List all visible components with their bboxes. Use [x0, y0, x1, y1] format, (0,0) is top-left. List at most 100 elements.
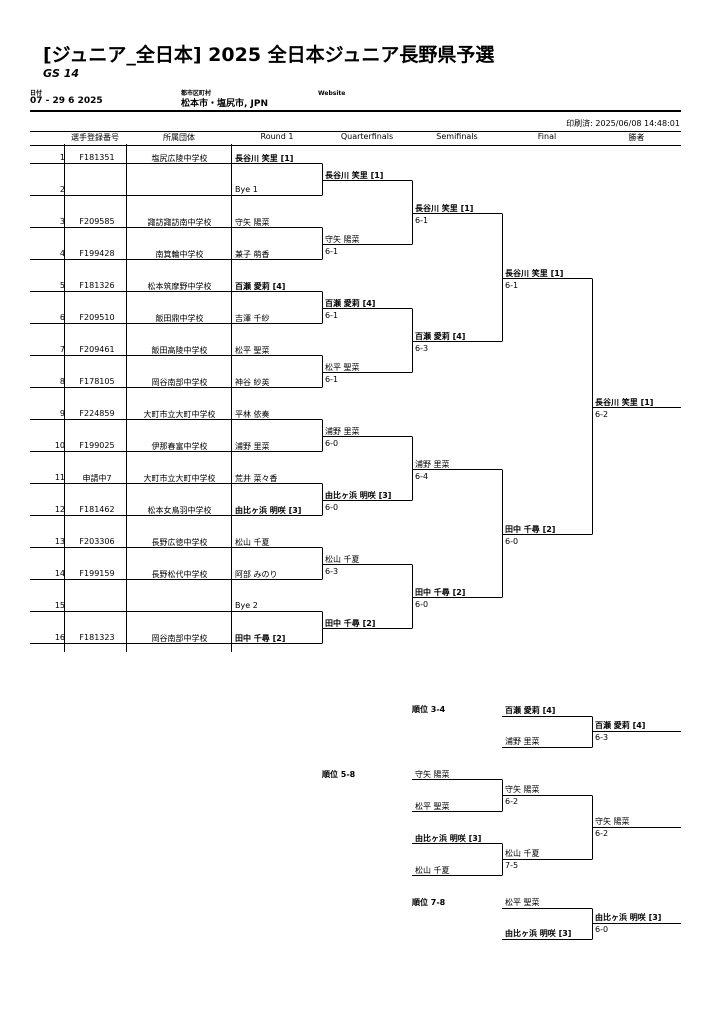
semifinal-winner-name: 浦野 里菜 [415, 459, 450, 469]
registration-number: F209510 [79, 312, 115, 322]
player-name: Bye 1 [235, 184, 258, 194]
draw-position: 12 [54, 504, 65, 514]
draw-position: 11 [54, 472, 65, 482]
player-club: 松本筑摩野中学校 [147, 281, 212, 291]
playoff-7-8-winner: 由比ヶ浜 明咲 [3] [595, 913, 662, 922]
playoff-7-8-player: 由比ヶ浜 明咲 [3] [505, 929, 572, 938]
quarterfinal-score: 6-3 [325, 566, 339, 576]
playoff-5-8-score: 6-2 [595, 829, 609, 838]
registration-number: F224859 [79, 408, 115, 418]
registration-number: F181323 [79, 632, 115, 642]
playoff-5-8-winner: 守矢 陽菜 [595, 817, 630, 826]
quarterfinal-winner-name: 田中 千尋 [2] [325, 618, 376, 628]
registration-number: F181462 [79, 504, 115, 514]
registration-number: F209585 [79, 216, 115, 226]
player-club: 長野広徳中学校 [151, 537, 208, 547]
column-header-band [30, 131, 681, 146]
registration-number: F199428 [79, 248, 115, 258]
semifinal-score: 6-1 [415, 215, 429, 225]
printed-timestamp: 印刷済: 2025/06/08 14:48:01 [566, 119, 680, 128]
col-header-winner: 勝者 [628, 133, 645, 142]
player-name: 平林 依奏 [235, 409, 270, 419]
player-club: 塩尻広陵中学校 [151, 153, 208, 163]
col-header-org: 所属団体 [163, 133, 195, 142]
semifinal-winner-name: 百瀬 愛莉 [4] [415, 331, 466, 341]
quarterfinal-score: 6-1 [325, 374, 339, 384]
player-club: 飯田鼎中学校 [155, 313, 204, 323]
quarterfinal-score: 6-0 [325, 502, 339, 512]
draw-position: 7 [59, 344, 65, 354]
semifinal-winner-name: 長谷川 笑里 [1] [415, 203, 474, 213]
playoff-3-4-score: 6-3 [595, 733, 609, 742]
playoff-5-8-player: 松平 聖菜 [415, 801, 450, 811]
player-club: 諏訪諏訪南中学校 [147, 217, 212, 227]
registration-number: F178105 [79, 376, 115, 386]
player-club: 岡谷南部中学校 [151, 633, 208, 643]
col-header-quarterfinals: Quarterfinals [340, 132, 394, 141]
player-club: 大町市立大町中学校 [143, 409, 216, 419]
draw-position: 4 [59, 248, 65, 258]
draw-position: 1 [59, 152, 65, 162]
draw-position: 16 [54, 632, 65, 642]
player-club: 長野松代中学校 [151, 569, 208, 579]
quarterfinal-winner-name: 松山 千夏 [325, 554, 360, 564]
quarterfinal-winner-name: 浦野 里菜 [325, 426, 360, 436]
draw-position: 15 [54, 600, 65, 610]
semifinal-score: 6-0 [415, 599, 429, 609]
city-label: 都市区町村 [181, 90, 212, 97]
draw-position: 8 [59, 376, 65, 386]
player-name: 田中 千尋 [2] [235, 633, 286, 643]
col-header-reg: 選手登録番号 [71, 133, 119, 142]
playoff-5-8-label: 順位 5-8 [322, 770, 356, 779]
draw-position: 6 [59, 312, 65, 322]
semifinal-score: 6-3 [415, 343, 429, 353]
website-label: Website [318, 90, 346, 97]
player-name: 松山 千夏 [235, 537, 270, 547]
playoff-7-8-score: 6-0 [595, 925, 609, 934]
page-title: [ジュニア_全日本] 2025 全日本ジュニア長野県予選 [43, 44, 495, 66]
player-name: 吉澤 千紗 [235, 313, 270, 323]
date-label: 日付 [30, 90, 43, 97]
quarterfinal-winner-name: 長谷川 笑里 [1] [325, 170, 384, 180]
registration-number: F199159 [79, 568, 115, 578]
player-name: 松平 聖菜 [235, 345, 270, 355]
col-header-final: Final [537, 132, 557, 141]
player-club: 南箕輪中学校 [155, 249, 204, 259]
player-name: 神谷 紗英 [235, 377, 270, 387]
playoff-3-4-player: 百瀬 愛莉 [4] [505, 706, 556, 715]
player-name: 荒井 菜々香 [235, 473, 278, 483]
draw-position: 14 [54, 568, 65, 578]
player-club: 大町市立大町中学校 [143, 473, 216, 483]
playoff-5-8-player: 松山 千夏 [415, 865, 450, 875]
quarterfinal-winner-name: 松平 聖菜 [325, 362, 360, 372]
draw-subtitle: GS 14 [43, 67, 80, 80]
playoff-3-4-winner: 百瀬 愛莉 [4] [595, 721, 646, 730]
playoff-5-8-player: 守矢 陽菜 [415, 769, 450, 779]
playoff-3-4-label: 順位 3-4 [412, 705, 446, 714]
quarterfinal-winner-name: 百瀬 愛莉 [4] [325, 298, 376, 308]
player-club: 岡谷南部中学校 [151, 377, 208, 387]
player-name: 兼子 萌香 [235, 249, 270, 259]
playoff-5-8-semifinal-score: 6-2 [505, 797, 519, 806]
quarterfinal-score: 6-0 [325, 438, 339, 448]
playoff-7-8-player: 松平 聖菜 [505, 898, 540, 907]
player-name: 阿部 みのり [235, 569, 278, 579]
semifinal-score: 6-4 [415, 471, 429, 481]
registration-number: F181351 [79, 152, 115, 162]
final-winner-name: 田中 千尋 [2] [505, 524, 556, 534]
draw-position: 5 [59, 280, 65, 290]
draw-position: 9 [59, 408, 65, 418]
playoff-5-8-semifinal-winner: 守矢 陽菜 [505, 785, 540, 794]
semifinal-winner-name: 田中 千尋 [2] [415, 587, 466, 597]
draw-position: 10 [54, 440, 65, 450]
player-club: 飯田高陵中学校 [151, 345, 208, 355]
champion-score: 6-2 [595, 409, 609, 419]
player-club: 松本女鳥羽中学校 [147, 505, 212, 515]
quarterfinal-winner-name: 守矢 陽菜 [325, 234, 360, 244]
draw-position: 13 [54, 536, 65, 546]
final-score: 6-1 [505, 280, 519, 290]
header-rule [30, 110, 681, 112]
player-name: Bye 2 [235, 600, 258, 610]
draw-position: 3 [59, 216, 65, 226]
